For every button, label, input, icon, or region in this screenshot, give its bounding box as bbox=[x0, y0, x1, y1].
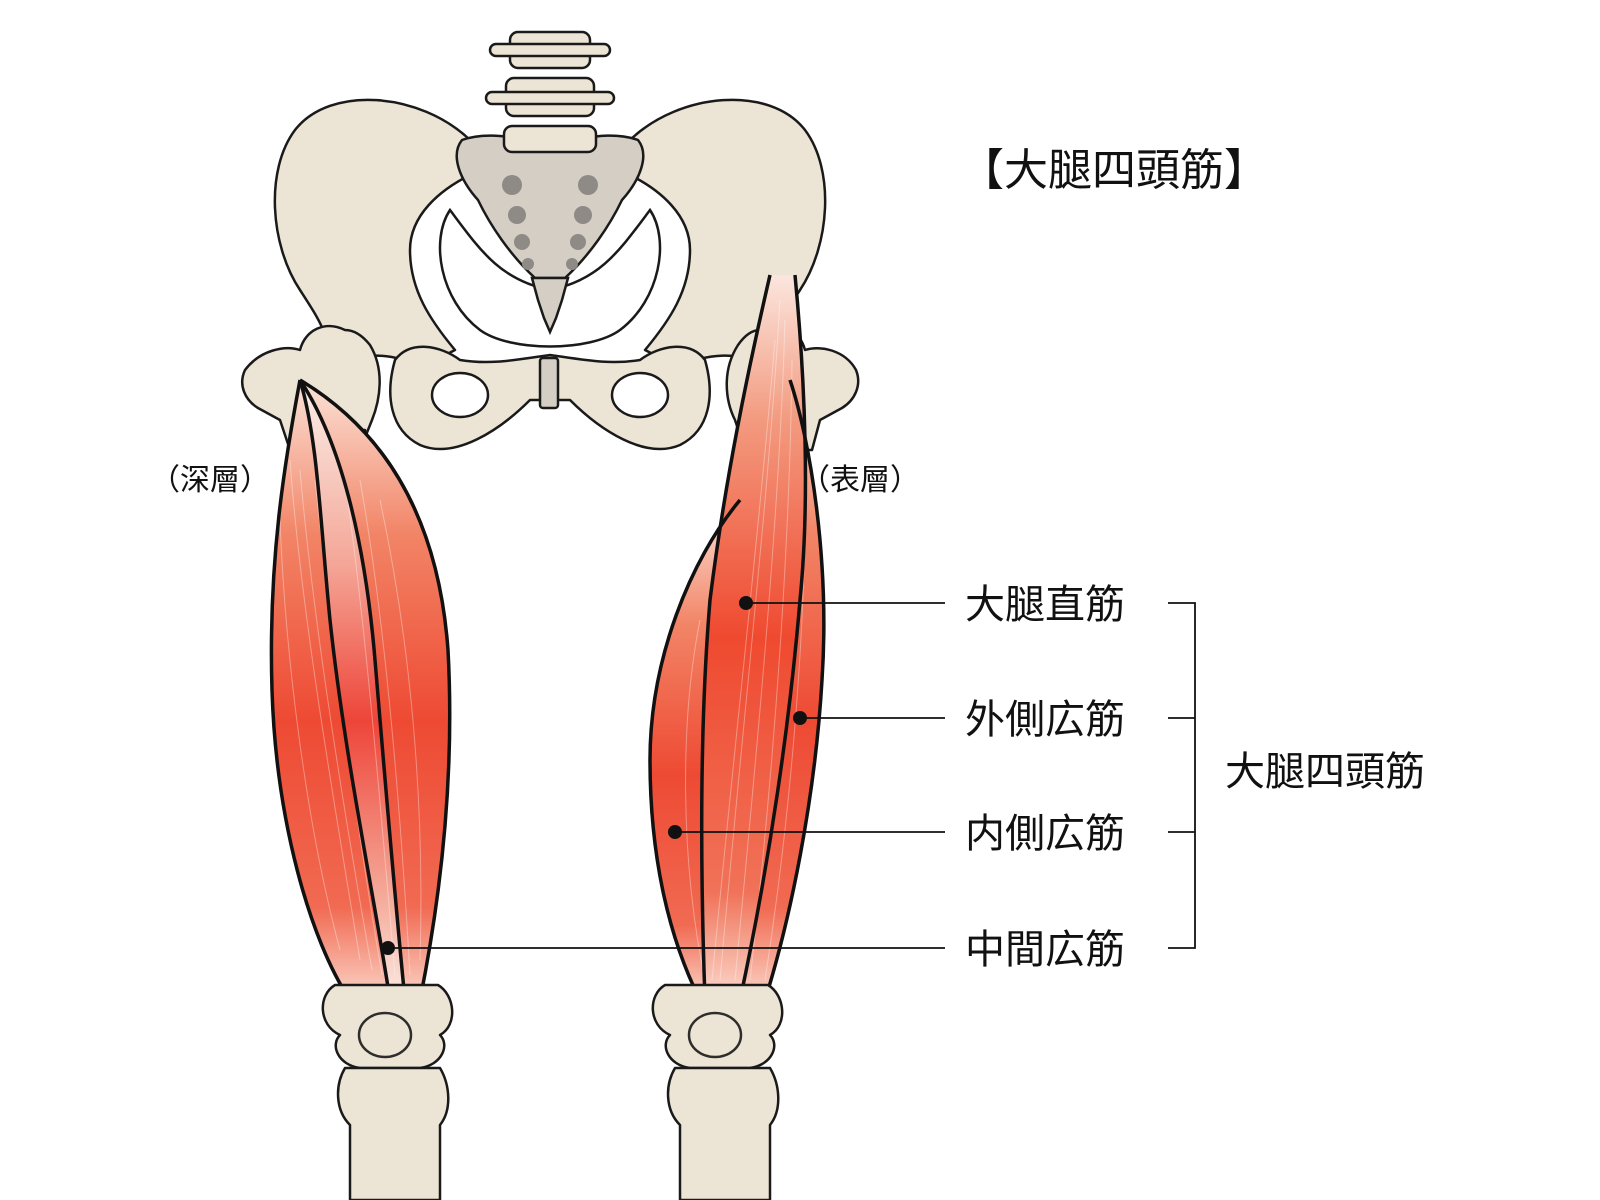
surface-layer-label: （表層） bbox=[800, 463, 920, 498]
left-patella bbox=[357, 1011, 413, 1059]
label-rectus-femoris: 大腿直筋 bbox=[965, 582, 1125, 628]
left-muscle-division bbox=[298, 379, 407, 1001]
right-obturator-foramen bbox=[610, 371, 670, 419]
right-tibia bbox=[666, 1066, 780, 1200]
right-rectus-femoris bbox=[701, 275, 806, 1000]
sacral-foramen bbox=[514, 234, 530, 250]
left-vastus-lateral-part bbox=[271, 380, 390, 1000]
label-vastus-medialis: 内側広筋 bbox=[965, 811, 1125, 857]
page-title: 【大腿四頭筋】 bbox=[960, 145, 1268, 196]
right-muscle-division bbox=[738, 274, 808, 1001]
group-bracket bbox=[1168, 602, 1196, 949]
left-muscle-outline bbox=[269, 378, 452, 1001]
lumbar-vertebra bbox=[502, 124, 598, 154]
leader-lines bbox=[381, 596, 1196, 955]
sacral-foramen bbox=[522, 258, 534, 270]
left-vastus-intermedius bbox=[300, 380, 405, 1000]
left-tibia bbox=[336, 1066, 450, 1200]
sacral-foramen bbox=[566, 258, 578, 270]
right-leg-surface bbox=[648, 274, 860, 1200]
left-muscle-division bbox=[298, 379, 392, 1001]
lumbar-vertebra bbox=[488, 42, 612, 58]
sacral-foramen bbox=[578, 175, 598, 195]
sacral-foramen bbox=[502, 175, 522, 195]
deep-layer-label: （深層） bbox=[150, 463, 270, 498]
right-muscle-outline bbox=[648, 379, 826, 1001]
left-leg-deep bbox=[241, 324, 454, 1200]
group-label-quadriceps: 大腿四頭筋 bbox=[1225, 749, 1425, 795]
sacral-foramen bbox=[508, 206, 526, 224]
sacral-foramen bbox=[570, 234, 586, 250]
label-vastus-intermedius: 中間広筋 bbox=[965, 927, 1125, 973]
label-vastus-lateralis: 外側広筋 bbox=[965, 697, 1125, 743]
left-obturator-foramen bbox=[430, 371, 490, 419]
pubic-symphysis bbox=[538, 356, 560, 410]
right-muscle-division bbox=[699, 274, 772, 1001]
sacral-foramen bbox=[574, 206, 592, 224]
coccyx bbox=[530, 276, 570, 336]
lumbar-vertebra bbox=[484, 90, 616, 106]
left-vastus-medial-part bbox=[300, 380, 450, 1000]
right-patella bbox=[687, 1011, 743, 1059]
